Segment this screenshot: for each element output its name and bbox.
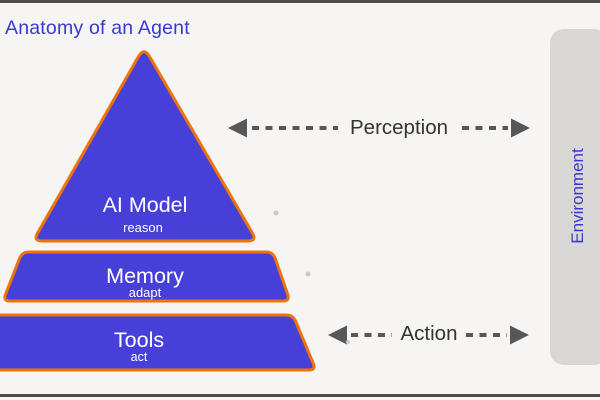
decorative-dot	[305, 271, 311, 277]
memory-label: Memory	[106, 264, 184, 288]
ai-model-label: AI Model	[102, 193, 188, 217]
memory-sublabel: adapt	[128, 285, 162, 300]
memory-trapezoid	[3, 250, 290, 303]
tools-trapezoid	[0, 313, 316, 372]
arrowhead-right-icon	[510, 325, 529, 345]
environment-bar	[550, 29, 600, 365]
ai-model-sublabel: reason	[123, 220, 163, 235]
bottom-frame-bar	[0, 394, 600, 397]
action-label: Action	[400, 322, 458, 345]
environment-label: Environment	[568, 148, 587, 244]
action-arrow	[328, 325, 529, 345]
decorative-dot	[346, 340, 350, 344]
page-title: Anatomy of an Agent	[5, 17, 190, 39]
arrowhead-left-icon	[328, 325, 347, 345]
decorative-dot	[273, 210, 279, 216]
perception-label: Perception	[349, 116, 449, 139]
tools-label: Tools	[113, 328, 165, 352]
tools-sublabel: act	[130, 350, 148, 364]
ai-model-triangle	[34, 50, 256, 243]
perception-arrow	[228, 118, 530, 138]
arrowhead-right-icon	[511, 118, 530, 138]
top-frame-bar	[0, 0, 600, 3]
arrowhead-left-icon	[228, 118, 247, 138]
